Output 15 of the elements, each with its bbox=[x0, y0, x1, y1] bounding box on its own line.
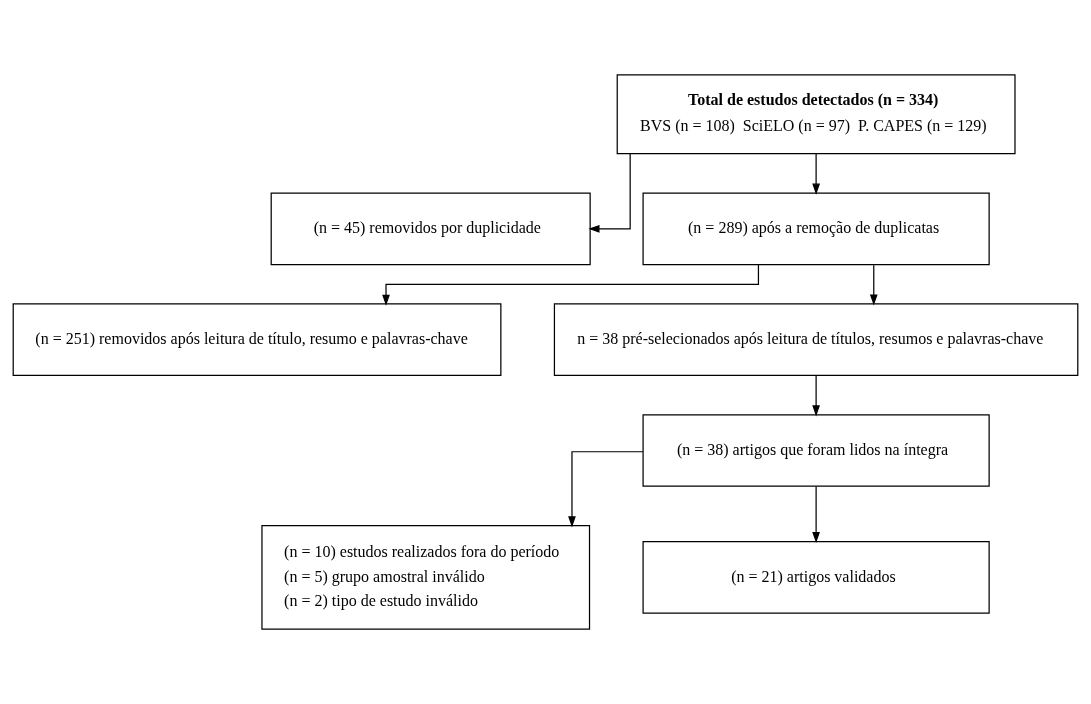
node-box: (n = 289) após a remoção de duplicatas bbox=[642, 192, 990, 266]
node-box: n = 38 pré-selecionados após leitura de títulos, resumos e palavras-chave bbox=[553, 303, 1079, 376]
node-box: (n = 38) artigos que foram lidos na íntegra bbox=[642, 414, 990, 487]
node-box: (n = 10) estudos realizados fora do período (n = 5) grupo amostral inválido (n = 2) tipo de estudo inválido bbox=[261, 525, 591, 630]
arrow bbox=[812, 153, 820, 195]
node-box: Total de estudos detectados (n = 334) BVS (n = 108) SciELO (n = 97) P. CAPES (n = 129) bbox=[616, 74, 1016, 155]
arrow bbox=[812, 375, 820, 417]
node-box: (n = 21) artigos validados bbox=[642, 541, 990, 614]
arrow bbox=[869, 264, 878, 306]
node-box: (n = 45) removidos por duplicidade bbox=[270, 192, 591, 266]
arrow bbox=[382, 263, 760, 306]
node-box: (n = 251) removidos após leitura de título, resumo e palavras-chave bbox=[12, 303, 502, 376]
arrow bbox=[588, 153, 631, 233]
arrow bbox=[568, 451, 644, 528]
arrow bbox=[812, 485, 820, 544]
